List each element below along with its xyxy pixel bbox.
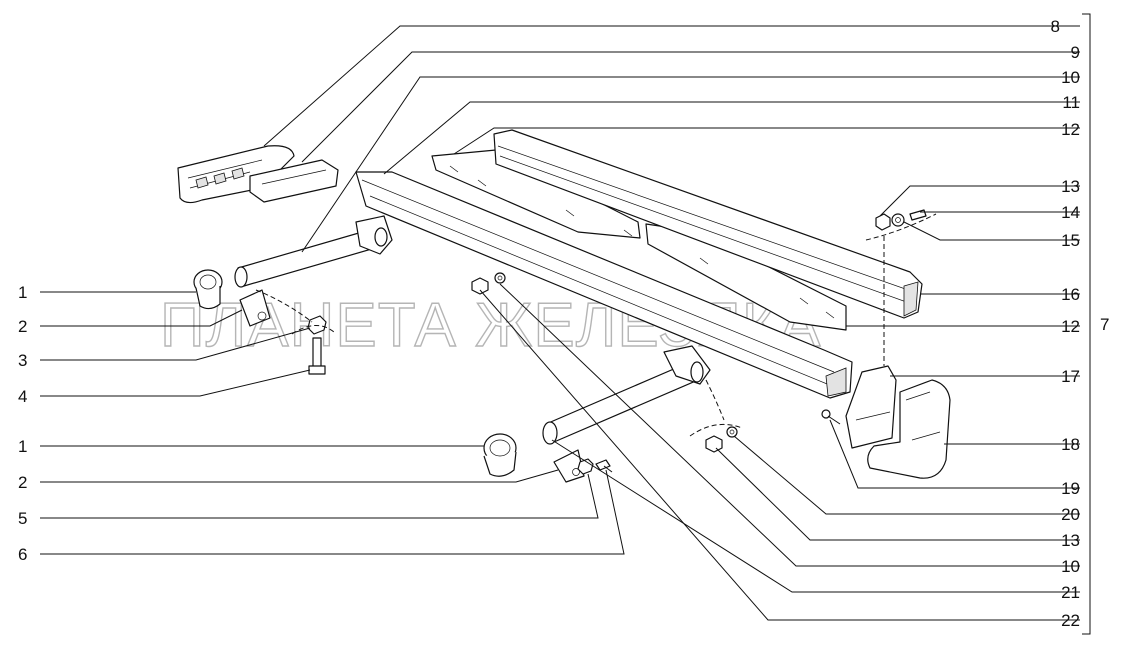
callout-left-1b: 1 bbox=[18, 437, 27, 456]
part-bushing-upper bbox=[193, 269, 223, 310]
assembly-arc-lower bbox=[689, 423, 743, 437]
callout-10: 10 bbox=[1061, 68, 1080, 87]
callout-12: 12 bbox=[1061, 120, 1080, 139]
part-corner-cap bbox=[867, 379, 951, 479]
left-callouts: 1 2 3 4 1 2 5 6 bbox=[18, 283, 27, 564]
callout-left-2b: 2 bbox=[18, 473, 27, 492]
callout-10b: 10 bbox=[1061, 557, 1080, 576]
callout-left-6: 6 bbox=[18, 545, 27, 564]
callout-21: 21 bbox=[1061, 583, 1080, 602]
part-washers-mid bbox=[471, 272, 506, 295]
right-callouts: 8 9 10 11 12 13 14 15 16 12 17 18 19 20 … bbox=[1051, 17, 1110, 630]
callout-13b: 13 bbox=[1061, 531, 1080, 550]
part-rear-bumper bbox=[493, 129, 923, 319]
part-bumper-beam bbox=[355, 171, 853, 399]
callout-22: 22 bbox=[1061, 611, 1080, 630]
assembly-arrow-upper bbox=[255, 289, 313, 323]
callout-17: 17 bbox=[1061, 367, 1080, 386]
part-corner-bracket bbox=[845, 365, 897, 449]
group-label-7: 7 bbox=[1100, 315, 1109, 334]
part-washers-lower bbox=[705, 426, 738, 453]
part-tube-upper bbox=[234, 215, 393, 288]
part-plate-upper bbox=[239, 289, 271, 327]
callout-15: 15 bbox=[1061, 231, 1080, 250]
leader-lines bbox=[40, 13, 1091, 635]
part-nut-lower bbox=[577, 458, 594, 475]
part-screw bbox=[821, 409, 841, 425]
callout-8: 8 bbox=[1051, 17, 1060, 36]
part-bolt-lower bbox=[595, 459, 613, 473]
part-bushing-lower bbox=[483, 433, 517, 477]
callout-left-2: 2 bbox=[18, 317, 27, 336]
callout-14: 14 bbox=[1061, 203, 1080, 222]
callout-12b: 12 bbox=[1061, 317, 1080, 336]
part-tube-lower bbox=[542, 345, 711, 445]
callout-left-4: 4 bbox=[18, 387, 27, 406]
callout-16: 16 bbox=[1061, 285, 1080, 304]
callout-left-5: 5 bbox=[18, 509, 27, 528]
callout-13: 13 bbox=[1061, 177, 1080, 196]
callout-20: 20 bbox=[1061, 505, 1080, 524]
assembly-arrow-lower bbox=[705, 379, 725, 421]
part-bracket-upper bbox=[249, 159, 339, 203]
callout-11: 11 bbox=[1062, 93, 1080, 112]
callout-left-3: 3 bbox=[18, 351, 27, 370]
callout-9: 9 bbox=[1071, 43, 1080, 62]
callout-18: 18 bbox=[1061, 435, 1080, 454]
part-plate-lower bbox=[553, 449, 585, 483]
callout-19: 19 bbox=[1061, 479, 1080, 498]
callout-left-1: 1 bbox=[18, 283, 27, 302]
